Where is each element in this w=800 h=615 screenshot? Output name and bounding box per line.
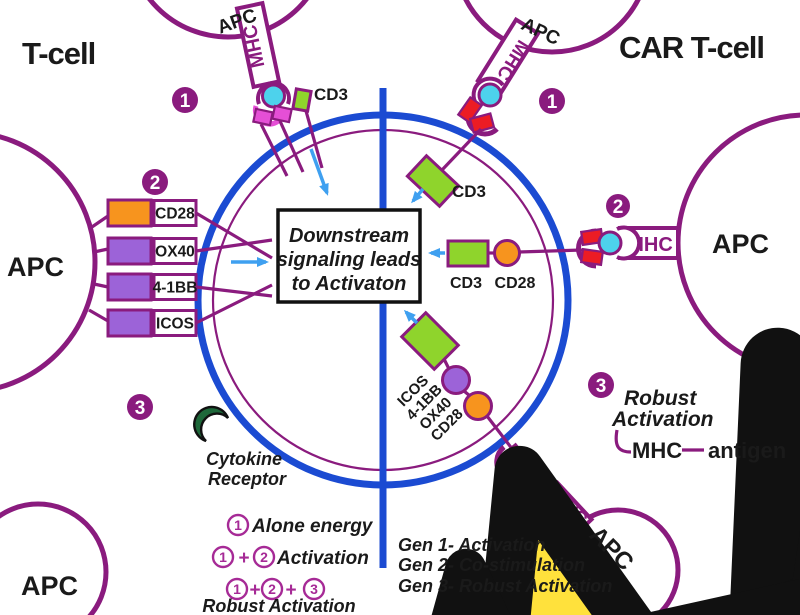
antigen-top-left [261, 83, 286, 109]
legend-2b-circ: 2 [260, 549, 268, 565]
marker-3-left: 3 [135, 398, 146, 419]
icos-label-box [152, 309, 198, 337]
41bb-ligand-box [106, 272, 153, 302]
tcr-stalk-2 [278, 120, 305, 173]
apc-cell-bottom-left [0, 501, 109, 615]
costimulation-panel-left: CD28 OX40 4-1BB ICOS [88, 198, 273, 338]
downstream-signaling-box: Downstream signaling leads to Activaton [276, 208, 422, 304]
mhc-legend-label: MHC [632, 438, 682, 463]
robust-label-2: Activation [611, 408, 714, 431]
cd3-label-right: CD3 [450, 275, 482, 292]
cd3-zeta-domain-gen3 [399, 310, 461, 372]
car-gen2-complex-right: MHC CD3 CD28 [428, 225, 680, 292]
legend-2a-circ: 1 [219, 549, 227, 565]
activation-formula-legend: 1 Alone energy 1 + 2 Activation 1 + 2 + … [202, 513, 374, 615]
apc-cell-left [0, 134, 98, 390]
cd3-stalk [304, 110, 324, 169]
antigen-right [597, 230, 623, 256]
cd3-zeta-domain-right [446, 239, 490, 268]
apc-label-bottom-left: APC [21, 571, 78, 601]
41bb-label-box [152, 273, 198, 301]
icos-label: ICOS [156, 316, 194, 333]
cd3-subunit-top-left [291, 87, 313, 113]
box-line2: signaling leads [277, 249, 421, 271]
signal-arrow-top-left [309, 148, 329, 196]
ox40-ligand-box [106, 236, 153, 266]
cd3-label-top-left: CD3 [314, 85, 348, 104]
costim-domain-gen3 [441, 365, 471, 395]
antigen-legend-label: antigen [708, 438, 786, 463]
legend-3c-circ: 3 [310, 581, 318, 597]
legend-line3-text: Robust Activation [202, 596, 355, 615]
car-stalk-right [518, 248, 583, 254]
gen1-item: Gen 1- Activation [398, 535, 545, 555]
cd3-zeta-domain-top-right [405, 153, 461, 209]
legend-line1-text: Alone energy [251, 516, 374, 537]
ox40-label-box [152, 237, 198, 265]
cd28-label-box [152, 199, 198, 227]
marker-1-left: 1 [180, 91, 191, 112]
mhc-legend-curve [614, 429, 632, 454]
cytokines-and-receptor: Cytokine Receptor [193, 235, 800, 615]
legend-plus: + [285, 580, 296, 601]
scfv-domain-1 [456, 95, 484, 125]
41bb-label: 4-1BB [153, 280, 198, 297]
box-line1: Downstream [289, 225, 409, 247]
mhc-antigen-clamp-right [616, 225, 642, 261]
marker-3-right: 3 [596, 376, 607, 397]
apc-label-left: APC [7, 252, 64, 282]
legend-3b-circ: 2 [268, 581, 276, 597]
legend-1-circ: 1 [234, 517, 242, 533]
cytokine-receptor-icon [193, 405, 230, 443]
scfv-domain-right-2 [579, 247, 605, 267]
signal-arrow-bottom-right [403, 309, 419, 325]
apc-label-right: APC [712, 229, 769, 259]
car-stalk-bottom-right [485, 415, 515, 451]
gen2-item: Gen 2- Co-stimulation [398, 555, 585, 575]
cd28-label: CD28 [155, 206, 195, 223]
marker-2-left: 2 [150, 173, 161, 194]
tcell-title: T-cell [22, 36, 95, 71]
car-generations-list: Gen 1- Activation Gen 2- Co-stimulation … [398, 535, 612, 596]
tcr-mhc-complex-top-left: MHC CD3 [234, 0, 348, 196]
cd3-label-top-right: CD3 [452, 182, 486, 201]
scfv-domain-2 [468, 112, 496, 134]
legend-plus: + [249, 580, 260, 601]
car-tcell-title: CAR T-cell [619, 30, 764, 65]
cytokine-receptor-label-1: Cytokine [206, 449, 282, 469]
tcr-beta-domain [271, 104, 293, 124]
car-stalk-top-right [440, 127, 483, 172]
gen3-item: Gen 3- Robust Activation [398, 576, 612, 596]
marker-2-right: 2 [613, 197, 624, 218]
box-line3: to Activaton [292, 273, 407, 295]
tcr-stalk-1 [259, 123, 289, 177]
step-markers: 1 1 2 2 3 3 [127, 87, 630, 420]
icos-ligand-box [106, 308, 153, 338]
robust-activation-legend: Robust Activation MHC antigen [611, 387, 786, 463]
legend-3a-circ: 1 [233, 581, 241, 597]
cd28-domain-right [493, 239, 521, 267]
ox40-label: OX40 [155, 244, 195, 261]
cd28-label-right: CD28 [495, 275, 536, 292]
cd28-ligand-box [106, 198, 153, 228]
tcr-alpha-domain [252, 107, 274, 127]
legend-line2-text: Activation [276, 548, 369, 569]
car-gen1-complex-top-right: MHC CD3 [405, 16, 541, 209]
cytokine-receptor-label-2: Receptor [208, 469, 287, 489]
robust-label-1: Robust [624, 387, 697, 410]
antigen-top-right [477, 82, 503, 108]
marker-1-right: 1 [547, 92, 558, 113]
signal-arrow-top-right [411, 187, 425, 204]
cd28-domain-gen3 [463, 391, 493, 421]
legend-plus: + [238, 548, 249, 569]
